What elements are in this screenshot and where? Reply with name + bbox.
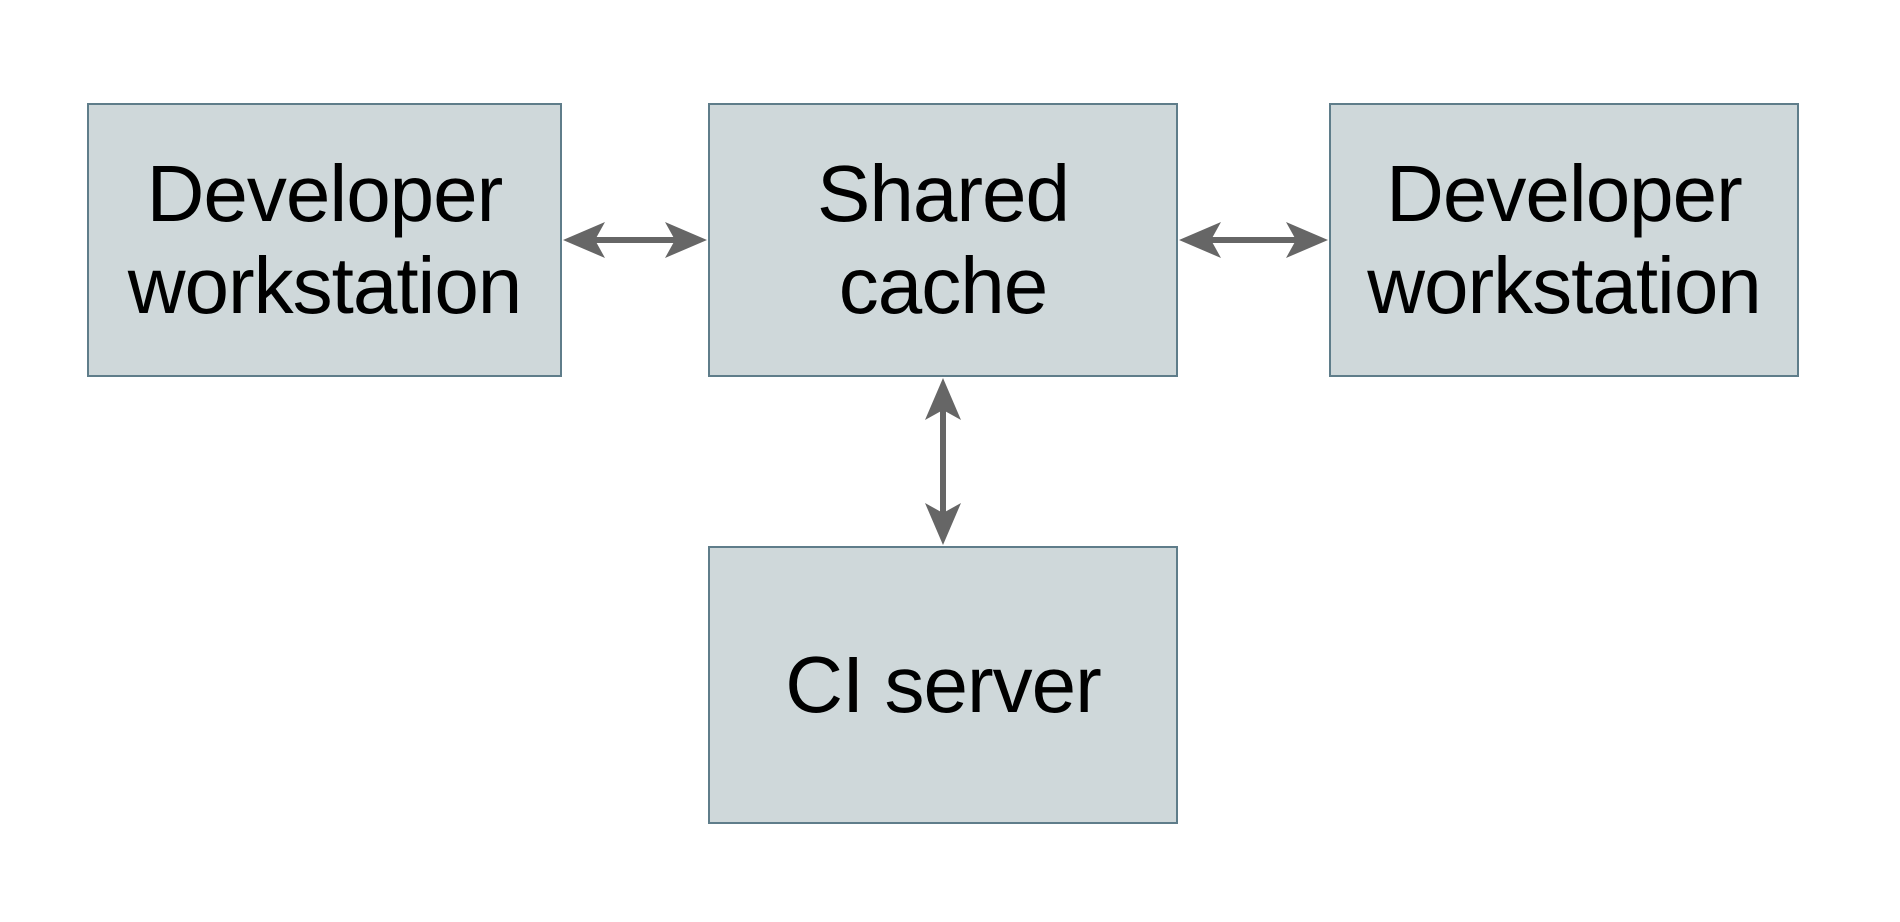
node-label-ci-server: CI server xyxy=(785,640,1101,729)
bidirectional-arrow-shared-cache-right-workstation xyxy=(1179,222,1328,258)
node-shared-cache: Shared cache xyxy=(708,103,1178,377)
node-developer-workstation-right: Developer workstation xyxy=(1329,103,1799,377)
node-ci-server: CI server xyxy=(708,546,1178,824)
bidirectional-arrow-shared-cache-ci-server xyxy=(925,378,961,545)
node-label-developer-workstation-right: Developer workstation xyxy=(1367,149,1762,330)
node-label-shared-cache: Shared cache xyxy=(817,149,1070,330)
node-developer-workstation-left: Developer workstation xyxy=(87,103,562,377)
bidirectional-arrow-left-workstation-shared-cache xyxy=(563,222,707,258)
node-label-developer-workstation-left: Developer workstation xyxy=(127,149,523,330)
